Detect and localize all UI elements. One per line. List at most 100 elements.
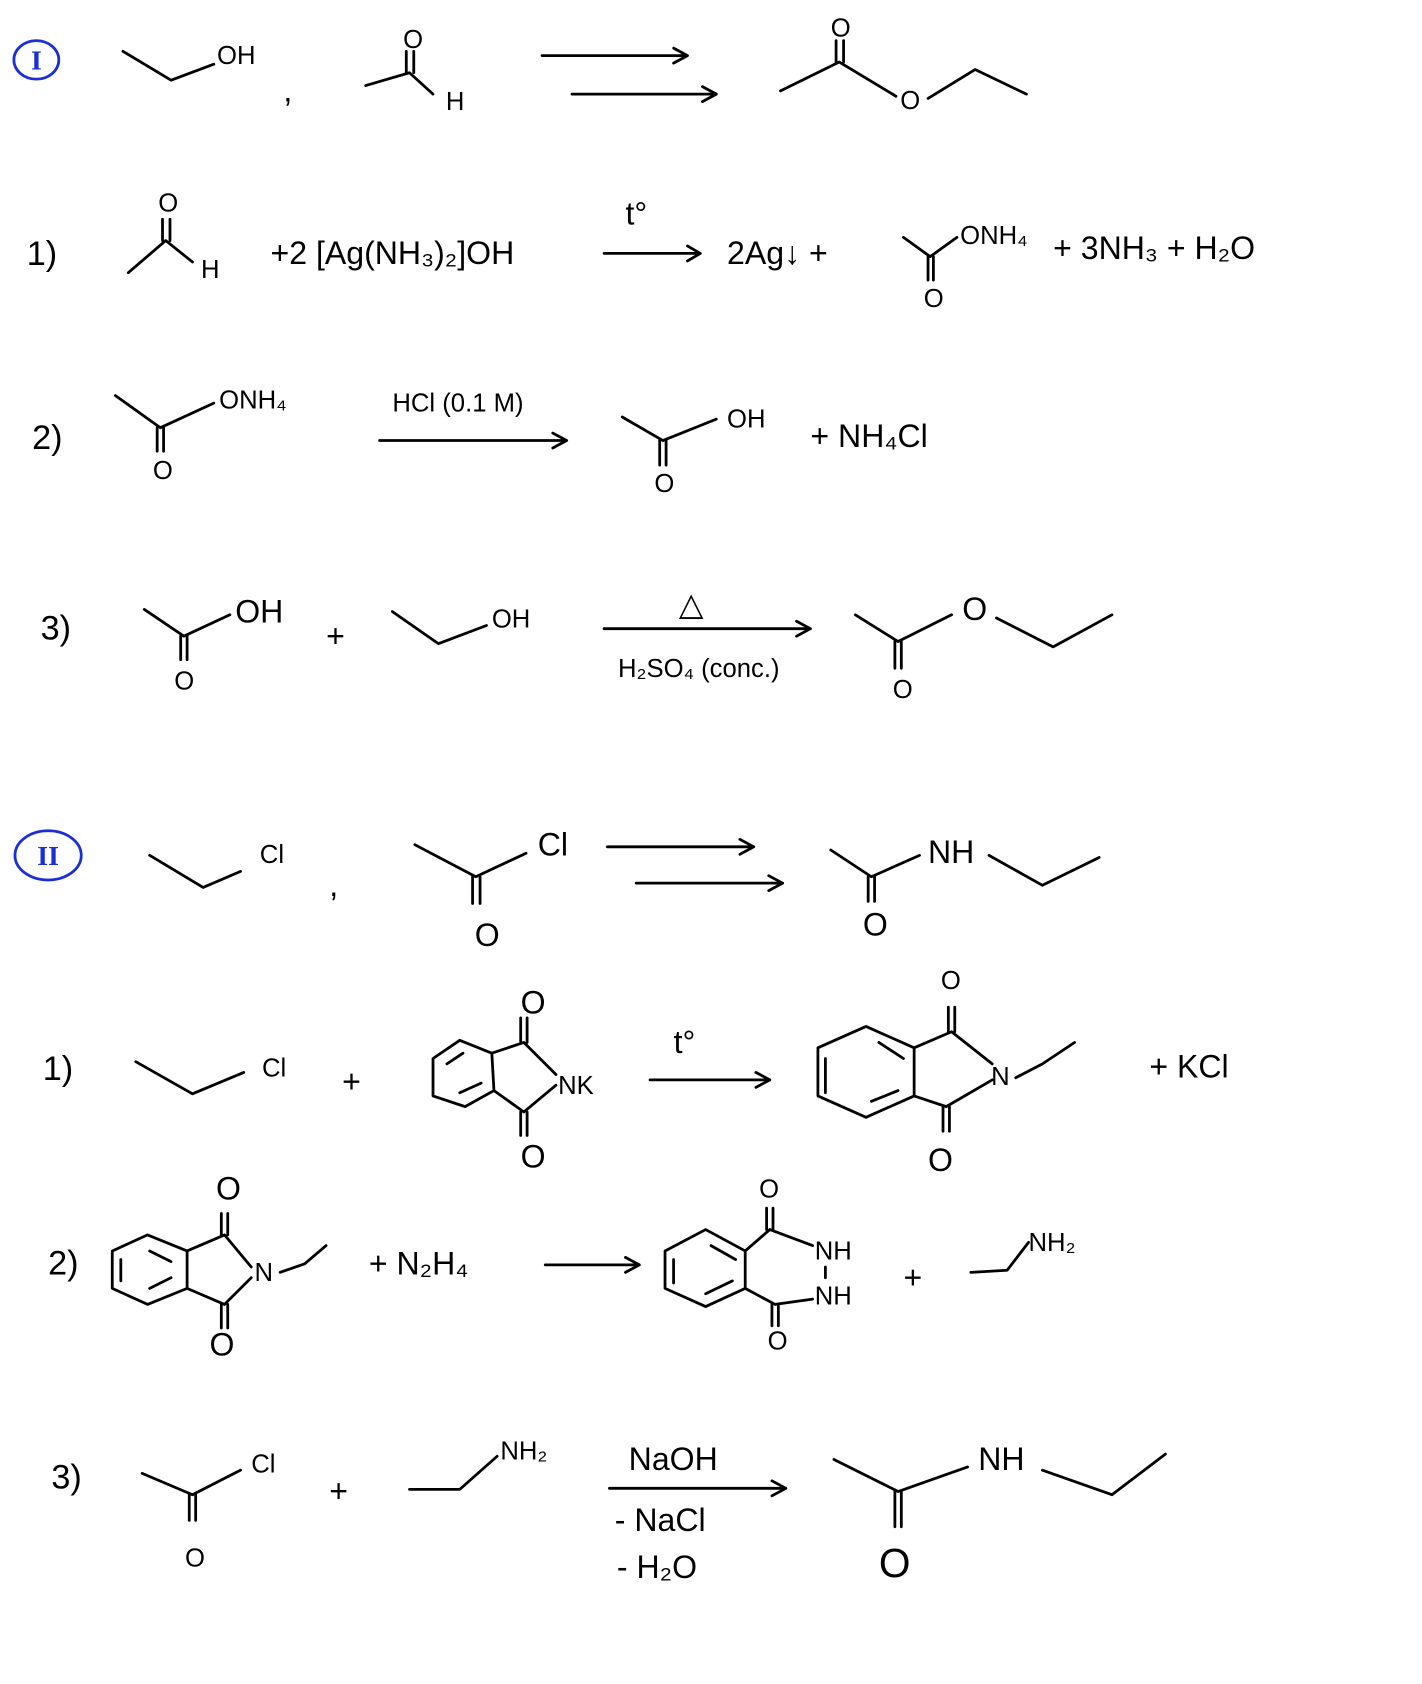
ethyl-chloride-skeleton xyxy=(134,1060,246,1096)
ester-o: O xyxy=(900,87,920,115)
acid-oh: OH xyxy=(235,593,283,629)
plus: + xyxy=(329,1473,348,1509)
tollens-reagent: +2 [Ag(NH₃)₂]OH xyxy=(271,235,515,271)
acetyl-chloride-skeleton xyxy=(140,1468,242,1497)
ring-double-bonds xyxy=(119,1249,173,1290)
ethanol-skeleton xyxy=(121,49,216,82)
acetic-acid-skeleton xyxy=(142,608,232,638)
acetaldehyde-skeleton xyxy=(364,71,435,96)
ammonium-chloride: + NH₄Cl xyxy=(810,418,927,454)
ammonium-acetate-skeleton xyxy=(114,394,216,430)
section-2-circle xyxy=(13,829,83,882)
ethyl-chloride-skeleton xyxy=(148,853,242,889)
amide-nh: NH xyxy=(928,834,974,870)
section-2: II Cl , O Cl O NH 1) Cl + O O NK t° xyxy=(13,826,1229,1586)
carbonyl-o: O xyxy=(654,470,674,498)
nh2-label: NH₂ xyxy=(500,1437,547,1465)
amide-skeleton-left xyxy=(829,848,921,879)
ring-double-bonds xyxy=(824,1041,905,1103)
step-number: 3) xyxy=(41,609,71,647)
carbonyl-o: O xyxy=(759,1176,779,1204)
carbonyl-o: O xyxy=(928,1142,953,1178)
acetyl-chloride-skeleton xyxy=(413,843,528,879)
imide-bonds xyxy=(185,1212,328,1330)
two-step-arrows xyxy=(605,837,785,893)
carbonyl-o: O xyxy=(185,1544,205,1572)
carbonyl-o: O xyxy=(521,1139,546,1175)
section-1-circle xyxy=(12,39,61,81)
section-1: I OH , O H O O 1) O H +2 [Ag(NH₃)₂]OH t°… xyxy=(12,14,1255,704)
imide-bonds xyxy=(490,1016,558,1137)
step-number: 1) xyxy=(43,1050,73,1088)
acetate-skeleton xyxy=(902,235,959,259)
reaction-arrow xyxy=(602,244,702,263)
acetate-o: O xyxy=(924,285,944,313)
comma: , xyxy=(283,73,292,109)
acetaldehyde-skeleton xyxy=(126,239,194,275)
carbonyl-bond xyxy=(471,875,482,905)
ring-double-bonds xyxy=(672,1244,737,1296)
ester-skeleton-right xyxy=(926,68,1028,100)
condition-heat: t° xyxy=(625,196,647,232)
nh-label: NH xyxy=(815,1238,852,1266)
n-ethylphthalimide: O O N xyxy=(110,1171,328,1363)
potassium-chloride: + KCl xyxy=(1149,1049,1228,1085)
carbonyl-o: O xyxy=(863,907,888,943)
aldehyde-o: O xyxy=(403,26,423,54)
onh4-group: ONH₄ xyxy=(219,386,287,414)
amide-skeleton-right xyxy=(1041,1452,1167,1497)
plus: + xyxy=(326,618,345,654)
n-label: N xyxy=(254,1259,273,1287)
ester-skeleton-right xyxy=(995,613,1114,649)
carbonyl-bond xyxy=(926,255,935,282)
potassium-phthalimide: O O NK xyxy=(431,985,594,1175)
cl-label: Cl xyxy=(262,1055,286,1083)
aldehyde-h: H xyxy=(201,256,220,284)
n-label: N xyxy=(991,1063,1010,1091)
carbonyl-o: O xyxy=(941,967,961,995)
carbonyl-o: O xyxy=(210,1327,235,1363)
amide-skeleton-left xyxy=(832,1458,969,1493)
carbonyl-bond xyxy=(161,217,172,242)
cl-label: Cl xyxy=(538,826,568,862)
reaction-arrow xyxy=(608,1479,788,1498)
carbonyl-bond xyxy=(155,426,165,453)
condition-heat: t° xyxy=(674,1024,696,1060)
ester-carbonyl-o: O xyxy=(831,14,851,42)
carbonyl-o: O xyxy=(174,668,194,696)
reaction-arrow xyxy=(543,1255,641,1274)
aldehyde-o: O xyxy=(158,190,178,218)
phthalhydrazide: O NH NH O xyxy=(663,1176,852,1355)
ring-double-bonds xyxy=(445,1051,483,1095)
carbonyl-bond xyxy=(187,1493,198,1522)
carbonyl-o: O xyxy=(216,1171,241,1207)
carbonyl-o: O xyxy=(768,1327,788,1355)
aldehyde-h: H xyxy=(446,88,465,116)
section-2-label: II xyxy=(37,841,59,872)
acetic-acid-skeleton xyxy=(620,415,718,442)
carbonyl-o: O xyxy=(475,917,500,953)
carbonyl-o: O xyxy=(879,1540,911,1586)
silver-product: 2Ag↓ + xyxy=(727,235,828,271)
cl-label: Cl xyxy=(251,1450,275,1478)
acetate-onh4: ONH₄ xyxy=(960,222,1028,250)
ethanol-oh: OH xyxy=(492,606,530,634)
carbonyl-bond xyxy=(834,39,845,64)
byproduct-water: - H₂O xyxy=(617,1549,697,1585)
cl-label: Cl xyxy=(260,841,284,869)
ethylamine-skeleton xyxy=(969,1241,1030,1274)
condition-base: NaOH xyxy=(629,1441,718,1477)
byproducts: + 3NH₃ + H₂O xyxy=(1053,230,1255,266)
step-number: 2) xyxy=(48,1244,78,1282)
imide-bonds xyxy=(912,1005,1076,1133)
reaction-arrow xyxy=(602,619,812,638)
ethanol-skeleton xyxy=(390,610,488,646)
carbonyl-bond xyxy=(179,634,189,662)
reaction-arrow xyxy=(378,431,569,450)
carbonyl-bond xyxy=(404,49,416,75)
condition-hcl: HCl (0.1 M) xyxy=(392,390,523,418)
amide-nh: NH xyxy=(978,1441,1024,1477)
plus: + xyxy=(903,1259,922,1295)
ester-skeleton-left xyxy=(853,613,953,643)
